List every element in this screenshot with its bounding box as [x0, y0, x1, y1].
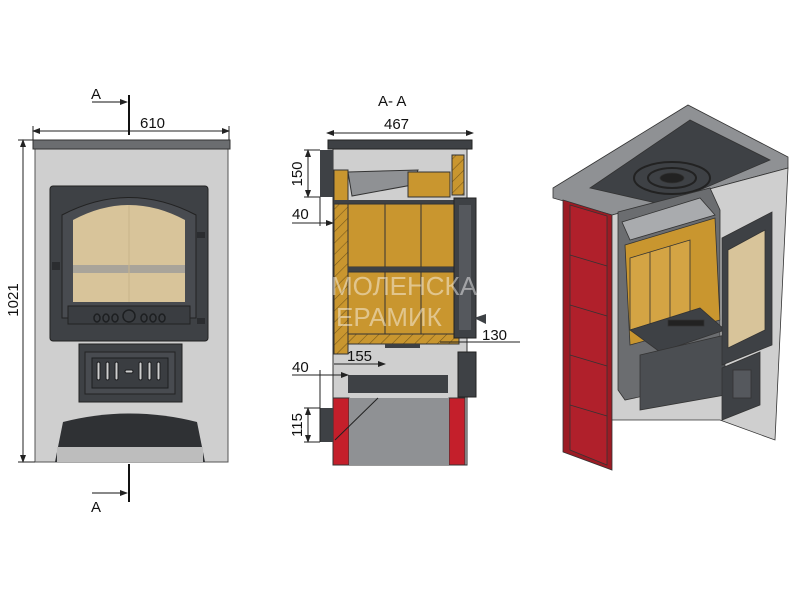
- watermark-line1: МОЛЕНСКА: [331, 271, 478, 301]
- dim-wall-bottom: 40: [292, 359, 309, 376]
- section-title: A- A: [378, 93, 406, 110]
- dim-grate: 155: [347, 348, 372, 365]
- flue-top: [320, 150, 333, 197]
- section-width-dimension: 467: [384, 116, 409, 133]
- section-view: A- A МОЛЕНСКА ЕРАМИК: [289, 93, 520, 466]
- ash-door: [78, 343, 183, 403]
- section-mark-bottom: A: [91, 499, 101, 516]
- isometric-view: [552, 104, 789, 471]
- hob-plate: [327, 139, 473, 150]
- section-mark-top: A: [91, 86, 101, 103]
- dim-flue-top: 150: [289, 161, 306, 186]
- dim-wall-top: 40: [292, 206, 309, 223]
- width-dimension: 610: [140, 115, 165, 132]
- front-view: 610 1021 A A: [5, 86, 231, 516]
- watermark-line2: ЕРАМИК: [336, 302, 442, 332]
- height-dimension: 1021: [5, 283, 22, 316]
- dim-flue-bottom: 115: [289, 413, 306, 437]
- fire-door: [49, 185, 209, 342]
- flue-bottom: [320, 408, 333, 442]
- top-plate: [32, 139, 231, 150]
- dim-door-offset: 130: [482, 327, 507, 344]
